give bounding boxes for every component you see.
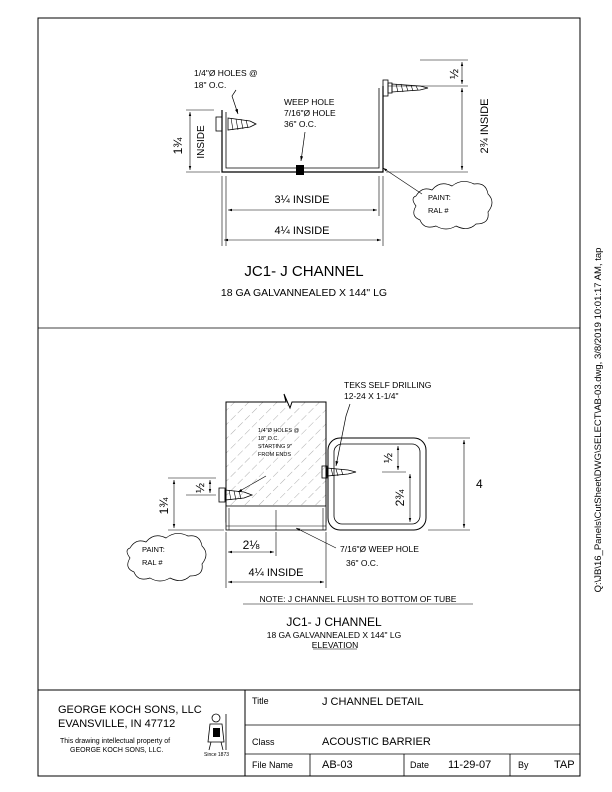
top-detail	[186, 59, 493, 246]
bottom-dim-half-left: ½	[193, 483, 207, 493]
bottom-title: JC1- J CHANNEL	[286, 615, 382, 629]
top-paint-label-1: PAINT:	[428, 193, 451, 202]
company-address: EVANSVILLE, IN 47712	[58, 718, 176, 730]
ip-notice-2: GEORGE KOCH SONS, LLC.	[70, 747, 164, 754]
title-label: Title	[252, 696, 269, 706]
by-label: By	[518, 760, 529, 770]
bottom-teks-note-1: TEKS SELF DRILLING	[344, 380, 431, 390]
title-block-lines	[38, 689, 580, 776]
top-weep-note-2: 7/16"Ø HOLE	[284, 108, 336, 118]
bottom-weep-note-2: 36" O.C.	[346, 558, 378, 568]
bottom-view-label: ELEVATION	[312, 640, 358, 650]
class-value: ACOUSTIC BARRIER	[322, 736, 431, 748]
bottom-dim-half-right: ½	[381, 453, 395, 463]
bottom-dim-offset: 2⅛	[243, 538, 261, 552]
date-value: 11-29-07	[448, 759, 492, 771]
file-name-label: File Name	[252, 760, 294, 770]
class-label: Class	[252, 737, 275, 747]
top-dim-inside-width: 3¼ INSIDE	[274, 194, 329, 206]
weep-hole-mark	[296, 165, 304, 175]
bottom-dim-tube-height: 4	[476, 477, 483, 491]
top-weep-note-3: 36" O.C.	[284, 119, 316, 129]
screw-left-icon	[215, 116, 257, 132]
top-holes-note-1: 1/4"Ø HOLES @	[194, 68, 258, 78]
top-dim-left-height: 1¾	[171, 137, 185, 155]
bottom-holes-note-3: STARTING 9"	[258, 444, 292, 450]
top-dim-right-half: ½	[447, 69, 461, 79]
bottom-paint-label-1: PAINT:	[142, 545, 165, 554]
title-value: J CHANNEL DETAIL	[322, 696, 424, 708]
bottom-dim-tube-inner: 2¾	[393, 489, 407, 507]
bottom-holes-note-2: 18" O.C.	[258, 436, 279, 442]
screw-right-icon	[382, 79, 429, 97]
steel-tube	[327, 437, 427, 531]
bottom-dim-left-height: 1¾	[157, 497, 171, 515]
top-weep-note-1: WEEP HOLE	[284, 97, 335, 107]
date-label: Date	[410, 760, 430, 770]
top-holes-note-2: 18" O.C.	[194, 80, 226, 90]
bottom-subtitle: 18 GA GALVANNEALED X 144" LG	[267, 630, 402, 640]
top-subtitle: 18 GA GALVANNEALED X 144" LG	[221, 287, 387, 299]
top-title: JC1- J CHANNEL	[244, 263, 363, 280]
bottom-weep-note-1: 7/16"Ø WEEP HOLE	[340, 544, 419, 554]
bottom-note: NOTE: J CHANNEL FLUSH TO BOTTOM OF TUBE	[260, 594, 457, 604]
top-dim-left-inside: INSIDE	[196, 125, 207, 159]
bottom-holes-note-1: 1/4"Ø HOLES @	[258, 428, 300, 434]
bottom-dim-overall-width: 4¼ INSIDE	[248, 567, 303, 579]
top-paint-label-2: RAL #	[428, 206, 449, 215]
bottom-teks-note-2: 12-24 X 1-1/4"	[344, 391, 399, 401]
file-name-value: AB-03	[322, 759, 353, 771]
ip-notice-1: This drawing intellectual property of	[60, 738, 171, 745]
since-label: Since 1873	[204, 752, 230, 758]
bottom-holes-note-4: FROM ENDS	[258, 452, 291, 458]
bottom-paint-label-2: RAL #	[142, 558, 163, 567]
bottom-detail	[126, 393, 473, 650]
knight-logo-icon	[207, 713, 227, 751]
file-path-stamp: Q:\JB\16_Panels\CutSheet\DWG\SELECT\AB-0…	[593, 248, 604, 593]
teks-screw-icon	[321, 465, 357, 479]
sheet-border	[37, 17, 581, 777]
by-value: TAP	[554, 759, 575, 771]
paint-cloud-bottom	[126, 533, 207, 582]
top-dim-right-height: 2¾ INSIDE	[479, 98, 491, 153]
company-name: GEORGE KOCH SONS, LLC	[58, 704, 202, 716]
paint-cloud-top	[412, 181, 493, 230]
top-dim-overall-width: 4¼ INSIDE	[274, 225, 329, 237]
panel-section	[225, 393, 327, 523]
